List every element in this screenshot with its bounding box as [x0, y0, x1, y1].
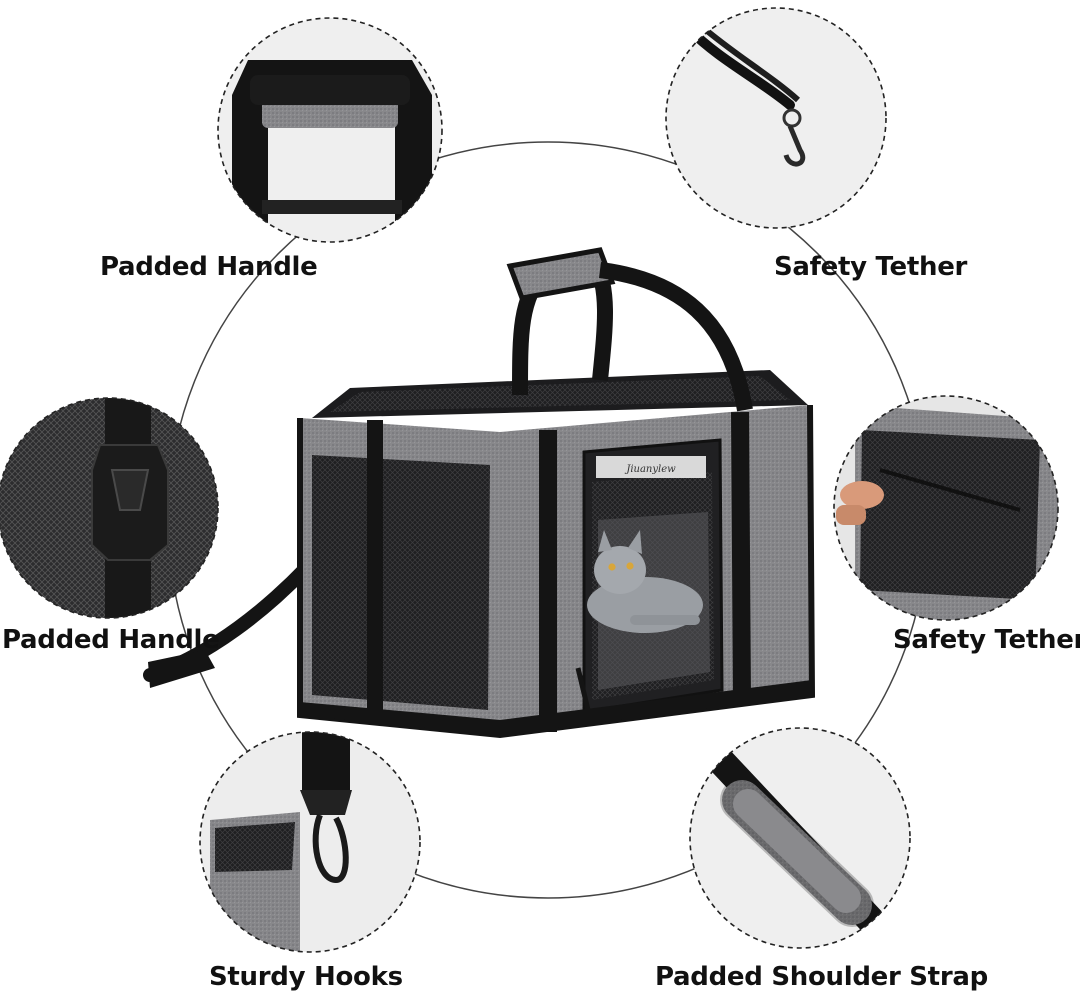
label-sturdy-hooks: Sturdy Hooks: [209, 962, 403, 992]
sturdy-hook-detail: [200, 732, 420, 952]
safety-tether-clip-detail: [666, 8, 886, 228]
brand-tag-text: Jiuanylew: [624, 464, 676, 475]
label-padded-handle-top: Padded Handle: [100, 252, 318, 282]
brand-tag: [596, 456, 706, 478]
label-safety-tether-right: Safety Tether: [893, 625, 1080, 655]
detail-circle-safety-tether-top: [665, 7, 887, 229]
pet-carrier: Jiuanylew: [143, 247, 816, 739]
buckle-detail: [0, 398, 218, 618]
detail-circle-safety-tether-right: [833, 395, 1059, 621]
label-padded-handle-left: Padded Handle: [2, 625, 220, 655]
zipper-pull-detail: [834, 396, 1058, 620]
shoulder-pad-detail: [690, 728, 910, 948]
detail-circle-sturdy-hooks: [199, 731, 421, 953]
detail-circle-padded-handle-left: [0, 397, 219, 619]
padded-handle-detail: [218, 18, 442, 242]
cat: [587, 530, 703, 633]
detail-circle-shoulder-strap: [689, 727, 911, 949]
detail-circle-padded-handle-top: [217, 17, 443, 243]
label-safety-tether-top: Safety Tether: [774, 252, 968, 282]
label-padded-shoulder-strap: Padded Shoulder Strap: [655, 962, 988, 992]
